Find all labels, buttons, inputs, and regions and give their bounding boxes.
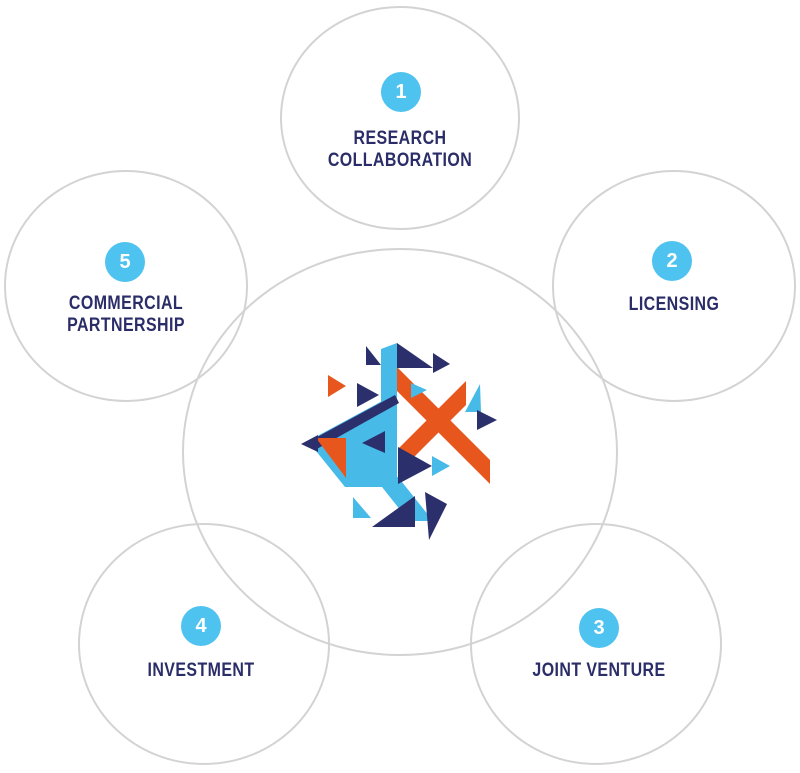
badge-number: 3 (593, 616, 605, 639)
number-badge-2: 2 (652, 241, 692, 281)
label-line: INVESTMENT (147, 660, 255, 681)
logo-orange-triangles (316, 367, 490, 484)
badge-number: 2 (666, 249, 678, 272)
number-badge-3: 3 (579, 608, 619, 648)
label-line: COLLABORATION (327, 150, 473, 171)
circle-investment (78, 523, 330, 765)
label-commercial-partnership: COMMERCIAL PARTNERSHIP (34, 293, 219, 337)
label-research-collaboration: RESEARCH COLLABORATION (308, 128, 493, 172)
badge-number: 1 (395, 80, 407, 103)
number-badge-4: 4 (181, 606, 221, 646)
circle-licensing (552, 170, 796, 402)
dx-triangle-logo (301, 343, 497, 540)
label-line: JOINT VENTURE (532, 660, 666, 681)
badge-number: 4 (195, 614, 207, 637)
badge-number: 5 (119, 250, 131, 273)
label-licensing: LICENSING (582, 294, 767, 316)
number-badge-1: 1 (381, 72, 421, 112)
number-badge-5: 5 (105, 242, 145, 282)
label-line: PARTNERSHIP (67, 315, 185, 336)
circle-commercial-partnership (4, 170, 248, 402)
circle-joint-venture (470, 523, 722, 765)
label-joint-venture: JOINT VENTURE (507, 660, 692, 682)
label-line: LICENSING (628, 294, 720, 315)
logo-accent-triangles (301, 343, 497, 540)
circle-research-collaboration (280, 6, 520, 230)
label-line: COMMERCIAL (68, 293, 184, 314)
logo-navy-triangles (306, 395, 399, 453)
label-line: RESEARCH (353, 128, 447, 149)
label-investment: INVESTMENT (109, 660, 294, 682)
central-circle (182, 248, 618, 656)
